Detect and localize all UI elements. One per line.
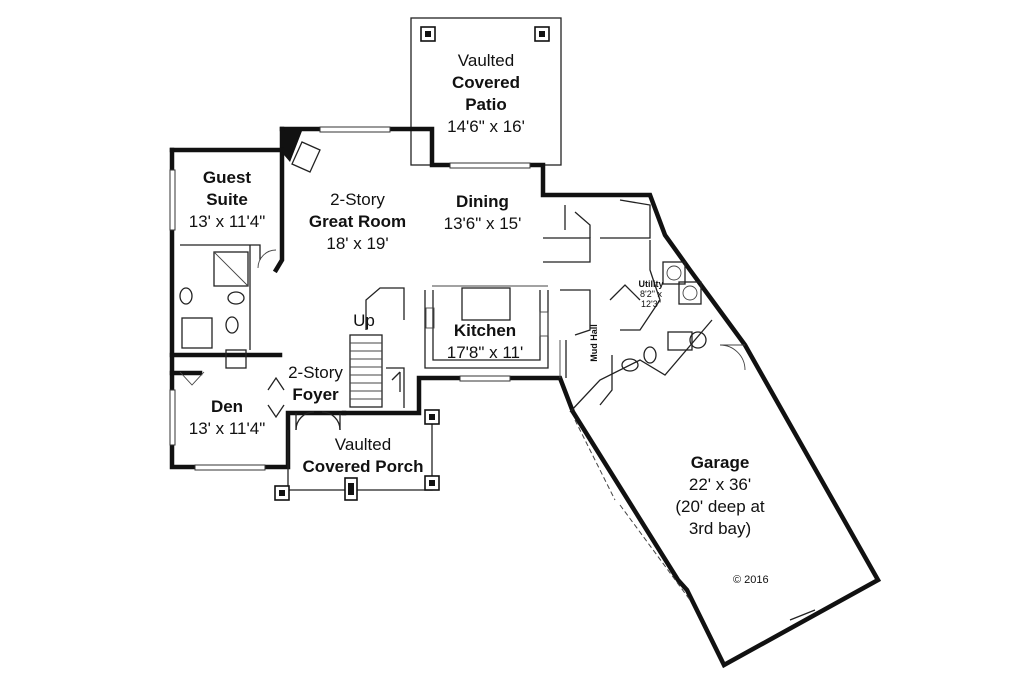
den-doors <box>179 371 285 419</box>
garage-note-line2: 3rd bay) <box>688 519 752 538</box>
foyer-label: 2-Story Foyer <box>283 362 348 406</box>
porch-vaulted-text: Vaulted <box>334 435 392 454</box>
great-room-dims: 18' x 19' <box>326 234 389 253</box>
dining-dims: 13'6" x 15' <box>443 214 522 233</box>
porch-label: Vaulted Covered Porch <box>293 434 433 478</box>
great-room-story-text: 2-Story <box>330 190 385 209</box>
garage-dims: 22' x 36' <box>688 475 752 494</box>
kitchen-label: Kitchen 17'8" x 11' <box>430 320 540 364</box>
porch-name: Covered Porch <box>302 457 424 476</box>
guest-suite-label: Guest Suite 13' x 11'4" <box>172 167 282 233</box>
foyer-entry-doors <box>295 411 341 431</box>
covered-porch-area <box>274 409 440 501</box>
patio-name-line1: Covered <box>451 73 521 92</box>
garage-note-line1: (20' deep at <box>675 497 765 516</box>
fireplace <box>284 131 321 173</box>
windows <box>169 126 816 621</box>
staircase <box>349 287 405 408</box>
kitchen-name: Kitchen <box>453 321 517 340</box>
den-dims: 13' x 11'4" <box>188 419 266 438</box>
copyright-text: © 2016 <box>733 574 769 586</box>
guest-name-line2: Suite <box>206 190 248 209</box>
utility-fixtures <box>620 240 702 331</box>
foyer-story-text: 2-Story <box>288 363 343 382</box>
guest-name-line1: Guest <box>202 168 252 187</box>
utility-name: Utility <box>638 279 664 289</box>
utility-label: Utility 8'2" x 12'3" <box>626 279 676 309</box>
utility-dims-line1: 8'2" x <box>640 289 662 299</box>
dining-label: Dining 13'6" x 15' <box>430 191 535 235</box>
guest-dims: 13' x 11'4" <box>188 212 266 231</box>
mud-hall-lockers <box>559 284 641 378</box>
kitchen-dims: 17'8" x 11' <box>446 343 524 362</box>
kitchen-cabinets <box>424 285 549 369</box>
guest-bath <box>179 244 277 369</box>
mud-hall-label: Mud Hall <box>588 324 599 362</box>
garage-interior <box>569 319 746 413</box>
foyer-name: Foyer <box>292 385 339 404</box>
patio-dims: 14'6" x 16' <box>447 117 525 136</box>
dining-name: Dining <box>456 192 509 211</box>
garage-name: Garage <box>690 453 750 472</box>
utility-dims-line2: 12'3" <box>641 299 661 309</box>
great-room-label: 2-Story Great Room 18' x 19' <box>295 189 420 255</box>
stair-up-label: Up <box>353 311 375 330</box>
garage-label: Garage 22' x 36' (20' deep at 3rd bay) <box>650 452 790 540</box>
dining-built-ins <box>543 199 651 263</box>
den-label: Den 13' x 11'4" <box>172 396 282 440</box>
patio-label: Vaulted Covered Patio 14'6" x 16' <box>431 50 541 138</box>
half-bath <box>599 346 657 406</box>
den-name: Den <box>210 397 244 416</box>
patio-name-line2: Patio <box>465 95 507 114</box>
patio-vaulted-text: Vaulted <box>457 51 515 70</box>
great-room-name: Great Room <box>308 212 407 231</box>
